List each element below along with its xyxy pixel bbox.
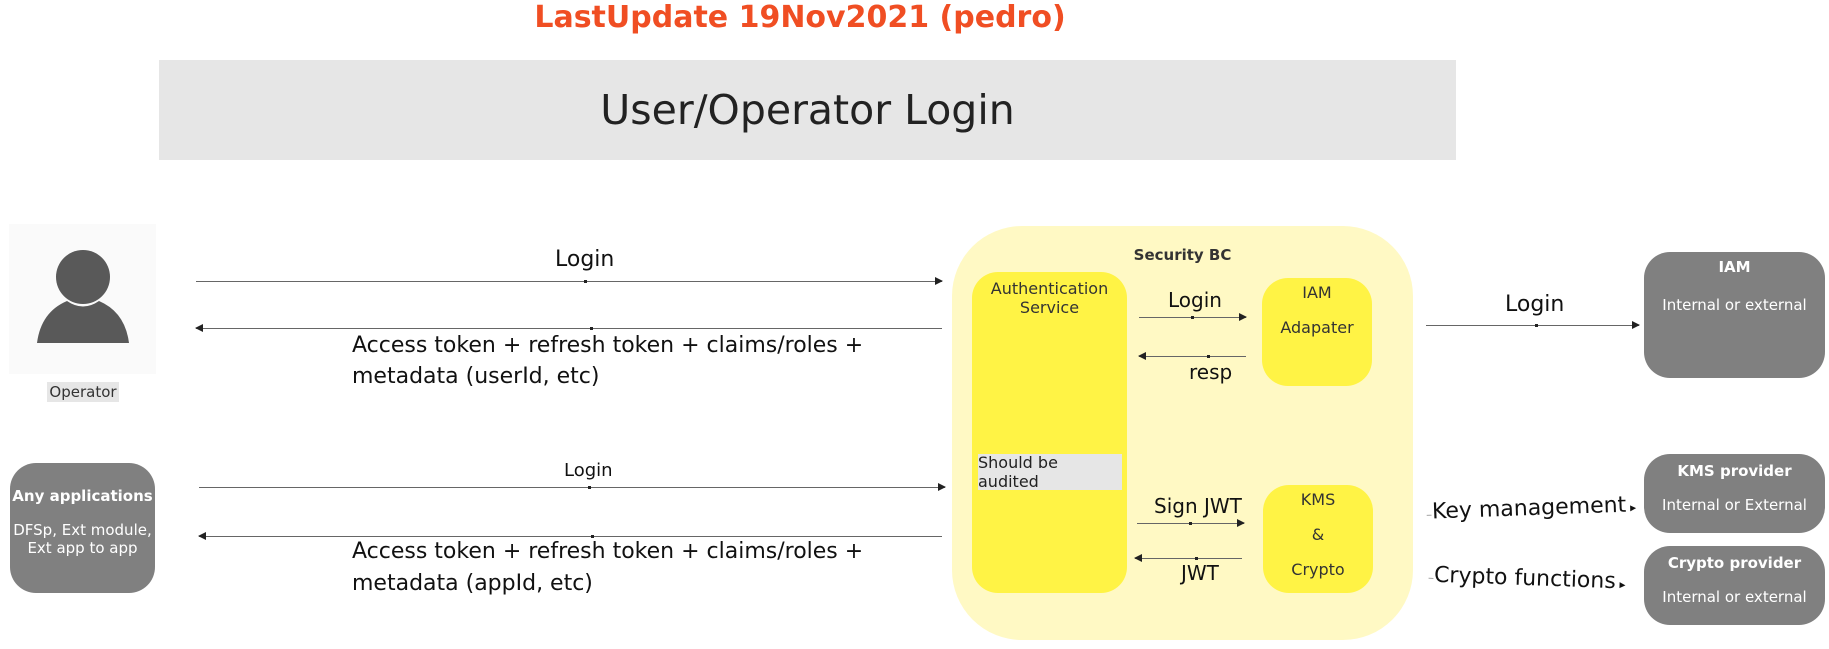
operator-label-wrap: Operator [0,382,166,402]
internal-login-arrow [1139,313,1247,321]
internal-resp-label: resp [1189,360,1233,384]
auth-service-label-2: Service [1019,298,1080,317]
external-iam-title: IAM [1718,258,1751,276]
audit-note: Should be audited [978,453,1122,491]
applications-title: Any applications [12,487,153,505]
jwt-label: JWT [1181,561,1219,585]
app-response-label-2: metadata (appId, etc) [352,571,593,596]
iam-login-arrow [1426,321,1640,329]
kms-provider-title: KMS provider [1677,462,1792,480]
app-response-label-1: Access token + refresh token + claims/ro… [352,539,864,564]
external-kms-provider: KMS provider Internal or External [1644,454,1825,533]
authentication-service: Authentication Service [972,272,1127,593]
crypto-functions-label: –Crypto functions ▸ [1427,562,1626,595]
jwt-response-arrow [1134,554,1242,562]
kms-provider-subtitle: Internal or External [1662,496,1807,514]
title-banner: User/Operator Login [159,60,1456,160]
external-crypto-provider: Crypto provider Internal or external [1644,546,1825,625]
kms-crypto: KMS & Crypto [1263,485,1373,593]
app-response-arrow [198,532,942,540]
auth-service-label-1: Authentication [990,279,1109,298]
last-update-label: LastUpdate 19Nov2021 (pedro) [534,0,1066,35]
applications-subtitle-1: DFSp, Ext module, [13,521,152,539]
page-title: User/Operator Login [600,86,1015,134]
operator-actor [9,224,156,374]
key-management-text: Key management [1431,492,1627,525]
crypto-functions-text: Crypto functions [1433,562,1617,595]
operator-response-label-1: Access token + refresh token + claims/ro… [352,333,864,358]
crypto-provider-subtitle: Internal or external [1662,588,1807,606]
operator-response-arrow [195,324,942,332]
person-icon [37,250,129,343]
sign-jwt-arrow [1137,519,1245,527]
kms-label-3: Crypto [1291,560,1345,579]
applications-subtitle-2: Ext app to app [27,539,138,557]
iam-adapter-label-1: IAM [1302,283,1332,302]
app-login-arrow [199,483,946,491]
iam-login-label: Login [1505,292,1565,317]
kms-label-1: KMS [1300,490,1336,509]
internal-login-label: Login [1168,288,1222,312]
iam-adapter: IAM Adapater [1262,278,1372,386]
key-management-label: –Key management ▸ [1425,492,1637,525]
app-login-label: Login [564,460,613,481]
external-iam-subtitle: Internal or external [1662,296,1807,314]
external-iam: IAM Internal or external [1644,252,1825,378]
applications-actor: Any applications DFSp, Ext module, Ext a… [10,463,155,593]
operator-login-label: Login [555,247,615,272]
internal-resp-arrow [1138,352,1246,360]
crypto-provider-title: Crypto provider [1667,554,1802,572]
operator-login-arrow [196,277,943,285]
operator-label: Operator [47,382,119,402]
sign-jwt-label: Sign JWT [1154,494,1242,518]
security-bc-title: Security BC [1133,246,1232,264]
kms-label-2: & [1311,525,1325,544]
iam-adapter-label-2: Adapater [1280,318,1354,337]
operator-response-label-2: metadata (userId, etc) [352,364,600,389]
